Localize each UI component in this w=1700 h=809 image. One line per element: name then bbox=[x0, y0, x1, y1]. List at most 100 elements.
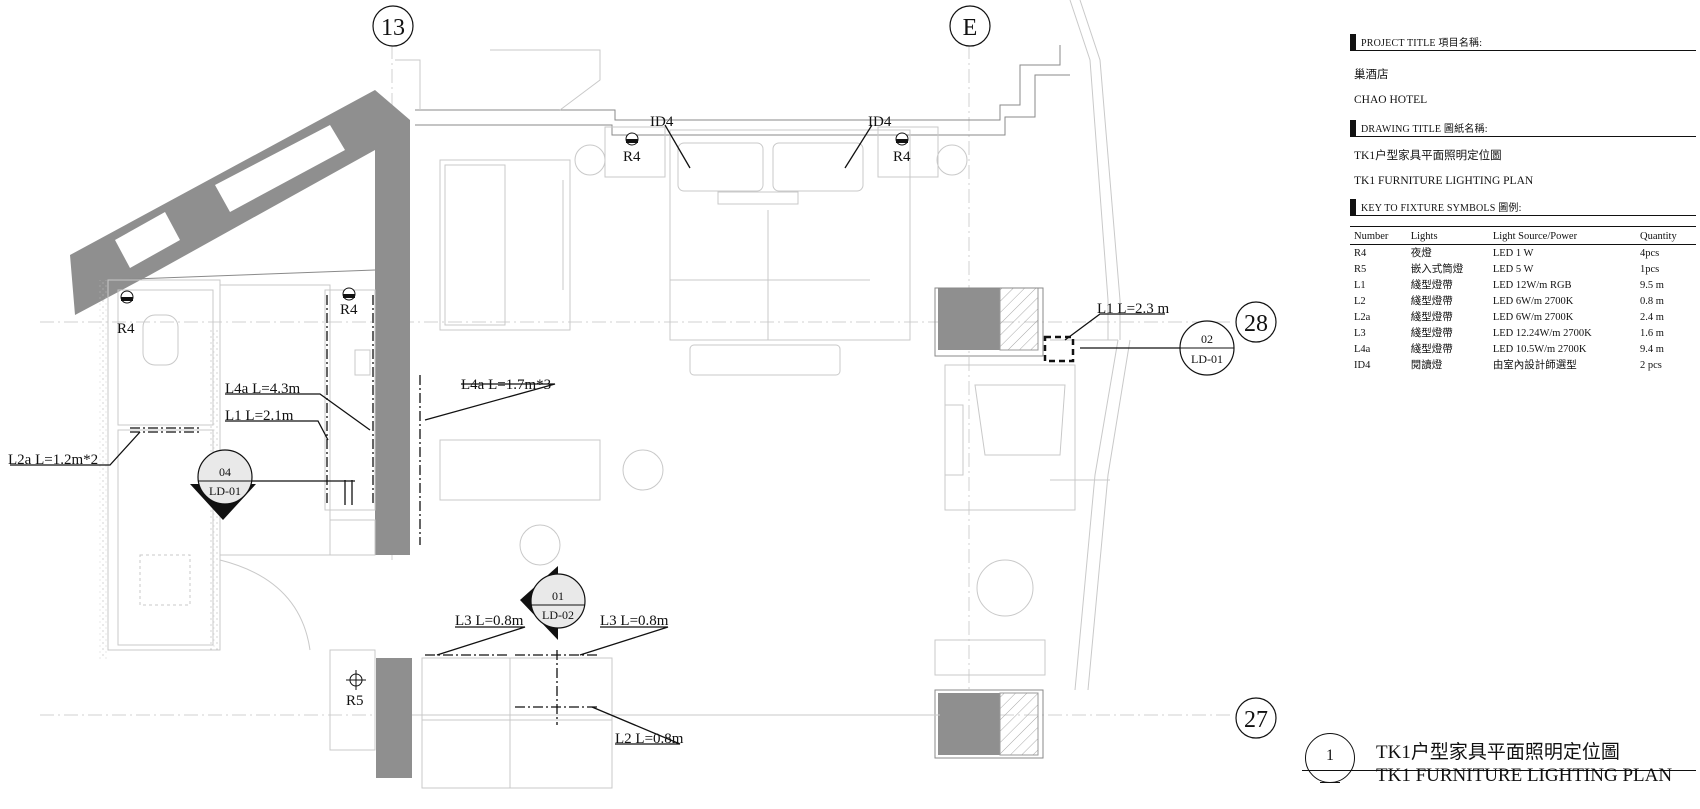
legend-cell: L2a bbox=[1354, 312, 1371, 323]
legend-cell: LED 5 W bbox=[1492, 264, 1534, 275]
legend-cell: 閱讀燈 bbox=[1410, 360, 1443, 371]
legend-row: ID4 閱讀燈 由室內設計師選型 2 pcs bbox=[1350, 357, 1696, 374]
legend-cell: LED 10.5W/m 2700K bbox=[1492, 344, 1587, 355]
legend-cell: 9.4 m bbox=[1639, 344, 1664, 355]
legend-cell: ID4 bbox=[1354, 360, 1371, 371]
project-name-cn: 巢酒店 bbox=[1354, 69, 1389, 81]
grid-axis-27: 27 bbox=[1235, 697, 1277, 739]
legend-cell: 綫型燈帶 bbox=[1410, 328, 1453, 339]
label-l4a-wardrobe: L4a L=1.7m*3 bbox=[461, 377, 551, 393]
legend-cell: L1 bbox=[1354, 280, 1366, 291]
section-marker-bath: 04 LD-01 bbox=[190, 449, 355, 520]
legend-cell: 由室內設計師選型 bbox=[1492, 360, 1577, 371]
plan-title: 1 TK1户型家具平面照明定位圖 TK1 FURNITURE LIGHTING … bbox=[1298, 733, 1698, 807]
structural-walls bbox=[70, 90, 1044, 778]
legend-cell: 2.4 m bbox=[1639, 312, 1664, 323]
legend-header-number: Number bbox=[1350, 226, 1407, 245]
legend-cell: R5 bbox=[1354, 264, 1367, 275]
light-strips bbox=[130, 295, 600, 725]
plan-title-cn: TK1户型家具平面照明定位圖 bbox=[1376, 742, 1620, 763]
plan-title-rule bbox=[1302, 770, 1696, 771]
project-name-en: CHAO HOTEL bbox=[1354, 94, 1428, 106]
fixture-legend-table: Number Lights Light Source/Power Quantit… bbox=[1350, 226, 1696, 374]
legend-cell: 嵌入式筒燈 bbox=[1410, 264, 1464, 275]
legend-cell: 綫型燈帶 bbox=[1410, 296, 1453, 307]
legend-header-source: Light Source/Power bbox=[1488, 226, 1636, 245]
label-l1-bath: L1 L=2.1m bbox=[225, 408, 294, 424]
legend-cell: 1pcs bbox=[1639, 264, 1660, 275]
legend-row: L3 綫型燈帶 LED 12.24W/m 2700K 1.6 m bbox=[1350, 325, 1696, 341]
grid-axis-13: 13 bbox=[372, 5, 414, 47]
drawing-title-heading: DRAWING TITLE 圖紙名稱: bbox=[1350, 120, 1696, 137]
legend-cell: 綫型燈帶 bbox=[1410, 344, 1453, 355]
legend-row: R5 嵌入式筒燈 LED 5 W 1pcs bbox=[1350, 261, 1696, 277]
label-r4-bed-right: R4 bbox=[893, 149, 911, 165]
drawing-title-cn: TK1户型家具平面照明定位圖 bbox=[1354, 150, 1502, 162]
svg-text:04: 04 bbox=[219, 465, 231, 479]
label-l3-left: L3 L=0.8m bbox=[455, 613, 524, 629]
legend-cell: R4 bbox=[1354, 248, 1367, 259]
svg-text:LD-01: LD-01 bbox=[1191, 352, 1223, 366]
drawing-title-en: TK1 FURNITURE LIGHTING PLAN bbox=[1354, 175, 1534, 187]
legend-cell: 1.6 m bbox=[1639, 328, 1664, 339]
legend-header-row: Number Lights Light Source/Power Quantit… bbox=[1350, 226, 1696, 245]
legend-cell: LED 1 W bbox=[1492, 248, 1534, 259]
section-marker-window: 02 LD-01 bbox=[1179, 320, 1235, 376]
svg-text:27: 27 bbox=[1244, 707, 1268, 733]
svg-text:02: 02 bbox=[1201, 332, 1213, 346]
plan-number: 1 bbox=[1305, 733, 1355, 783]
legend-cell: 綫型燈帶 bbox=[1410, 280, 1453, 291]
section-marker-entry: 01 LD-02 bbox=[520, 566, 586, 640]
title-block: PROJECT TITLE 項目名稱: 巢酒店 CHAO HOTEL DRAWI… bbox=[1350, 24, 1696, 374]
label-l3-right: L3 L=0.8m bbox=[600, 613, 669, 629]
label-r5: R5 bbox=[346, 693, 364, 709]
plan-labels: ID4 ID4 R4 R4 R4 R4 R5 L1 L=2.3 m L4a L=… bbox=[8, 114, 1170, 747]
downlight-symbol bbox=[346, 670, 366, 690]
label-id4-right: ID4 bbox=[868, 114, 892, 130]
label-l4a-bath: L4a L=4.3m bbox=[225, 381, 300, 397]
legend-cell: LED 12W/m RGB bbox=[1492, 280, 1572, 291]
legend-cell: LED 12.24W/m 2700K bbox=[1492, 328, 1592, 339]
night-light-symbol-bed-left bbox=[625, 132, 639, 146]
entry-closets bbox=[329, 649, 940, 789]
fixture-symbols bbox=[120, 132, 1075, 690]
plan-title-en: TK1 FURNITURE LIGHTING PLAN bbox=[1376, 765, 1673, 786]
bed bbox=[439, 126, 1076, 676]
legend-header-lights: Lights bbox=[1406, 226, 1489, 245]
legend-cell: L2 bbox=[1354, 296, 1366, 307]
label-r4-bath: R4 bbox=[117, 321, 135, 337]
fixture-key-heading: KEY TO FIXTURE SYMBOLS 圖例: bbox=[1350, 199, 1696, 216]
night-light-symbol-wc bbox=[342, 287, 356, 301]
svg-text:13: 13 bbox=[381, 15, 405, 41]
night-light-symbol-bath bbox=[120, 290, 134, 304]
label-l1-window: L1 L=2.3 m bbox=[1097, 301, 1170, 317]
leader-lines bbox=[10, 124, 1180, 745]
linear-light-symbol-window bbox=[1043, 335, 1075, 363]
plan-scale-dash bbox=[1320, 782, 1340, 783]
legend-cell: L3 bbox=[1354, 328, 1366, 339]
legend-cell: 4pcs bbox=[1639, 248, 1660, 259]
legend-cell: LED 6W/m 2700K bbox=[1492, 296, 1574, 307]
legend-row: L2 綫型燈帶 LED 6W/m 2700K 0.8 m bbox=[1350, 293, 1696, 309]
label-id4-left: ID4 bbox=[650, 114, 674, 130]
svg-text:01: 01 bbox=[552, 589, 564, 603]
grid-axis-28: 28 bbox=[1235, 301, 1277, 343]
legend-cell: 2 pcs bbox=[1639, 360, 1662, 371]
legend-cell: 9.5 m bbox=[1639, 280, 1664, 291]
legend-cell: L4a bbox=[1354, 344, 1371, 355]
label-l2a: L2a L=1.2m*2 bbox=[8, 452, 98, 468]
legend-row: L4a 綫型燈帶 LED 10.5W/m 2700K 9.4 m bbox=[1350, 341, 1696, 357]
svg-text:LD-01: LD-01 bbox=[209, 484, 241, 498]
legend-row: L2a 綫型燈帶 LED 6W/m 2700K 2.4 m bbox=[1350, 309, 1696, 325]
svg-text:LD-02: LD-02 bbox=[542, 608, 574, 622]
legend-row: L1 綫型燈帶 LED 12W/m RGB 9.5 m bbox=[1350, 277, 1696, 293]
night-light-symbol-bed-right bbox=[895, 132, 909, 146]
legend-cell: 綫型燈帶 bbox=[1410, 312, 1453, 323]
svg-text:28: 28 bbox=[1244, 311, 1268, 337]
legend-header-quantity: Quantity bbox=[1635, 226, 1696, 245]
legend-cell: LED 6W/m 2700K bbox=[1492, 312, 1574, 323]
project-title-heading: PROJECT TITLE 項目名稱: bbox=[1350, 34, 1696, 51]
legend-cell: 0.8 m bbox=[1639, 296, 1664, 307]
